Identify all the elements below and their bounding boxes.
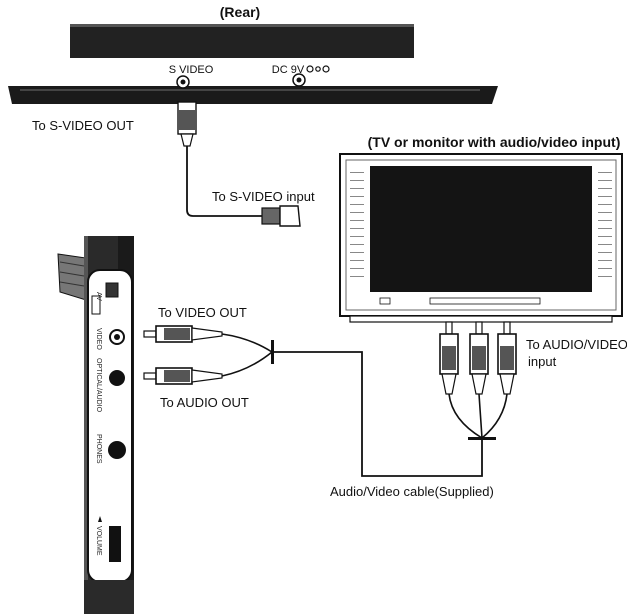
to-av-input-label-line2: input xyxy=(528,354,557,369)
av-switch-label: AV xyxy=(95,292,102,301)
rca-plug-video-tv xyxy=(439,321,459,395)
to-video-out-label: To VIDEO OUT xyxy=(158,305,247,320)
rca-plug-audio-l-tv xyxy=(469,321,489,395)
s-video-port-label: S VIDEO xyxy=(169,64,214,76)
video-jack-label: VIDEO xyxy=(95,328,102,350)
tv-right-speaker-grille xyxy=(598,172,612,277)
rca-plug-audio-r-tv xyxy=(497,321,517,395)
rear-title: (Rear) xyxy=(220,4,260,20)
phones-jack-label: PHONES xyxy=(95,434,102,464)
player-side-view xyxy=(57,236,134,614)
rca-plug-video-player xyxy=(143,325,223,343)
rca-plug-audio-player xyxy=(143,367,223,385)
dc-port-label: DC 9V xyxy=(272,64,305,76)
s-video-port xyxy=(176,75,190,89)
tv-monitor xyxy=(339,153,623,323)
player-rear-panel xyxy=(8,86,498,104)
to-s-video-out-label: To S-VIDEO OUT xyxy=(32,118,134,133)
player-rca-plugs xyxy=(143,325,274,385)
optical-audio-jack-label: OPTICAL/AUDIO xyxy=(95,358,102,413)
to-av-input-label-line1: To AUDIO/VIDEO xyxy=(526,337,627,352)
tv-rca-plugs xyxy=(439,321,517,440)
to-s-video-input-label: To S-VIDEO input xyxy=(212,189,315,204)
tv-screen xyxy=(370,166,592,292)
dc-polarity-icon xyxy=(306,65,330,73)
phones-jack xyxy=(108,441,126,459)
tv-title: (TV or monitor with audio/video input) xyxy=(368,134,621,150)
dc-port xyxy=(292,73,306,87)
av-cable xyxy=(274,351,483,477)
tv-left-speaker-grille xyxy=(350,172,364,277)
volume-label: VOLUME xyxy=(95,526,102,556)
s-video-cable xyxy=(186,146,262,217)
to-audio-out-label: To AUDIO OUT xyxy=(160,395,249,410)
cable-label: Audio/Video cable(Supplied) xyxy=(330,484,494,499)
volume-wheel xyxy=(109,526,121,562)
optical-audio-jack xyxy=(109,370,125,386)
s-video-plug xyxy=(177,101,197,147)
player-top-view xyxy=(70,24,414,58)
s-video-input-plug xyxy=(261,205,301,227)
